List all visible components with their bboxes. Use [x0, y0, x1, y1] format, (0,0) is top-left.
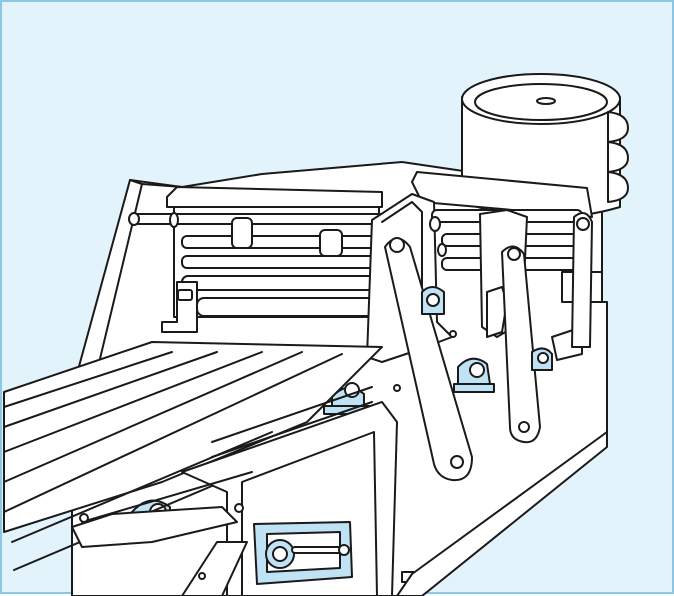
bearing-block-far-right — [531, 347, 553, 371]
connecting-arm-middle — [501, 245, 541, 444]
bolt-center — [234, 503, 244, 513]
bolt-right-2 — [449, 330, 457, 338]
feeder-chute — [181, 541, 248, 596]
drive-mechanism — [253, 521, 353, 585]
bolt-left — [79, 513, 89, 523]
roller-assembly — [128, 206, 385, 333]
bearing-block-center-right — [453, 357, 495, 393]
connecting-arm-right — [571, 212, 593, 348]
conveyor-trough — [3, 341, 383, 533]
conveyor-lines — [3, 351, 343, 571]
housing-left-edge — [91, 179, 183, 393]
feeder-bolt — [198, 572, 206, 580]
connecting-arm-left — [384, 237, 473, 482]
bearing-block-upper — [421, 286, 445, 315]
upper-frame — [166, 186, 383, 208]
lower-left-bracket — [71, 506, 238, 548]
center-bracket-inner — [381, 201, 423, 323]
base-platform — [396, 431, 608, 596]
bolt-right-1 — [393, 384, 401, 392]
